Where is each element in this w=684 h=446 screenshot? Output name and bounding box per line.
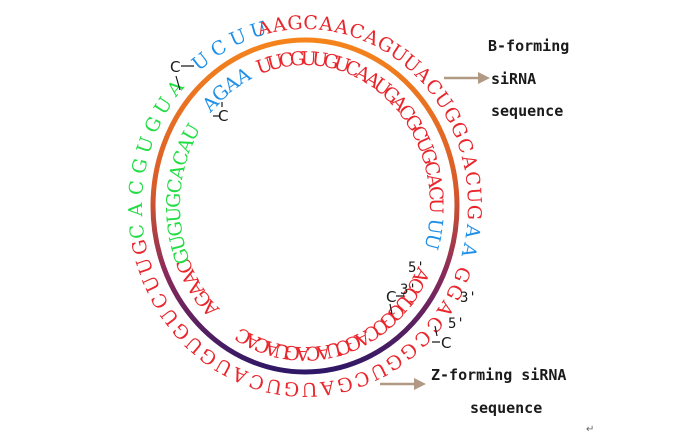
base-outer-red-1: C	[452, 135, 478, 156]
base-inner-red-2: G	[284, 341, 301, 364]
loop-c-top-inner: C	[218, 107, 228, 125]
base-inner-red-1: U	[311, 48, 329, 72]
base-inner-green: G	[163, 192, 186, 208]
base-inner-green: U	[163, 206, 186, 223]
base-outer-red-1: A	[332, 15, 351, 40]
base-inner-blue-right: U	[419, 231, 444, 252]
base-inner-red-1: C	[424, 185, 447, 201]
loop-c-right-outer: C	[441, 334, 451, 352]
b-forming-label-line2: siRNA	[491, 70, 536, 88]
base-inner-red-2: A	[295, 342, 310, 364]
base-inner-green: A	[165, 163, 190, 183]
base-outer-red-1: G	[463, 204, 486, 220]
base-outer-red-1: A	[317, 13, 335, 37]
loop-c-top-outer: C	[170, 58, 180, 76]
base-outer-red-1: G	[287, 12, 303, 35]
base-outer-red-1: A	[270, 13, 288, 37]
base-outer-red-1: U	[462, 187, 485, 204]
base-outer-red-2: G	[128, 237, 153, 257]
base-outer-green: U	[133, 134, 159, 156]
paragraph-mark: ↵	[586, 424, 594, 435]
base-outer-green: G	[128, 156, 153, 176]
z-forming-label-line1: Z-forming siRNA	[431, 366, 566, 384]
base-inner-red-1: C	[419, 159, 444, 179]
base-outer-red-2: U	[301, 378, 318, 400]
base-outer-red-1: A	[457, 152, 482, 172]
b-forming-arrow	[444, 72, 490, 84]
base-outer-red-2: G	[283, 377, 300, 400]
base-inner-red-1: U	[253, 53, 275, 79]
base-inner-green: U	[165, 232, 190, 253]
base-inner-red-2: C	[305, 341, 321, 364]
base-inner-green: C	[168, 148, 194, 169]
base-outer-green: A	[125, 202, 147, 217]
base-inner-red-2: A	[263, 336, 283, 361]
base-outer-blue-top: U	[226, 25, 249, 52]
base-outer-green: C	[126, 223, 150, 240]
base-inner-red-1: U	[425, 198, 447, 214]
base-inner-red-2: A	[315, 340, 333, 364]
base-inner-red-2: G	[342, 330, 364, 356]
five-prime-mark-a: 5'	[408, 260, 425, 276]
base-outer-green: A	[162, 76, 188, 102]
base-outer-red-2: U	[132, 255, 158, 277]
b-forming-label-line1: B-forming	[488, 37, 569, 55]
b-forming-label-line3: sequence	[491, 102, 563, 120]
base-inner-red-1: U	[331, 52, 353, 78]
rna-backbone-ring	[150, 37, 460, 375]
base-inner-red-2: C	[252, 332, 273, 358]
base-inner-green: G	[169, 245, 195, 267]
base-inner-red-1: G	[321, 50, 340, 75]
base-inner-blue-right: U	[423, 217, 447, 236]
three-prime-mark-b: 3'	[460, 290, 477, 306]
base-inner-red-1: G	[415, 146, 441, 168]
base-outer-green: U	[150, 93, 177, 118]
base-inner-green: C	[163, 177, 187, 194]
base-outer-blue-right: A	[457, 240, 482, 260]
base-outer-red-2: C	[247, 369, 267, 394]
base-inner-green: G	[164, 220, 188, 238]
base-outer-blue-top: U	[248, 17, 269, 43]
base-outer-blue-right: A	[461, 222, 485, 240]
base-inner-red-1: G	[289, 48, 305, 71]
base-outer-green: C	[125, 179, 148, 196]
base-outer-red-1: C	[346, 19, 367, 44]
three-prime-mark-a: 3'	[400, 282, 417, 298]
base-outer-blue-top: C	[207, 35, 231, 61]
base-inner-red-1: U	[300, 48, 317, 70]
five-prime-mark-b: 5'	[448, 316, 465, 332]
base-inner-red-1: C	[278, 49, 296, 73]
base-outer-green: G	[140, 113, 166, 136]
z-forming-label-line2: sequence	[470, 399, 542, 417]
base-outer-blue-top: U	[188, 48, 214, 75]
base-inner-red-2: U	[272, 339, 292, 363]
base-inner-red-2: U	[323, 337, 343, 362]
base-outer-red-1: A	[254, 16, 274, 41]
base-inner-red-1: A	[422, 171, 446, 190]
base-inner-red-2: C	[333, 334, 353, 359]
base-inner-red-1: U	[265, 50, 286, 75]
loop-c-right-inner: C	[386, 288, 396, 306]
base-outer-red-2: U	[264, 374, 284, 399]
base-outer-red-2: G	[335, 371, 355, 396]
base-outer-red-2: C	[351, 366, 372, 392]
base-outer-red-1: C	[303, 12, 318, 34]
base-outer-red-2: A	[319, 375, 337, 399]
base-outer-red-1: C	[460, 170, 484, 188]
z-forming-arrow	[380, 378, 426, 390]
